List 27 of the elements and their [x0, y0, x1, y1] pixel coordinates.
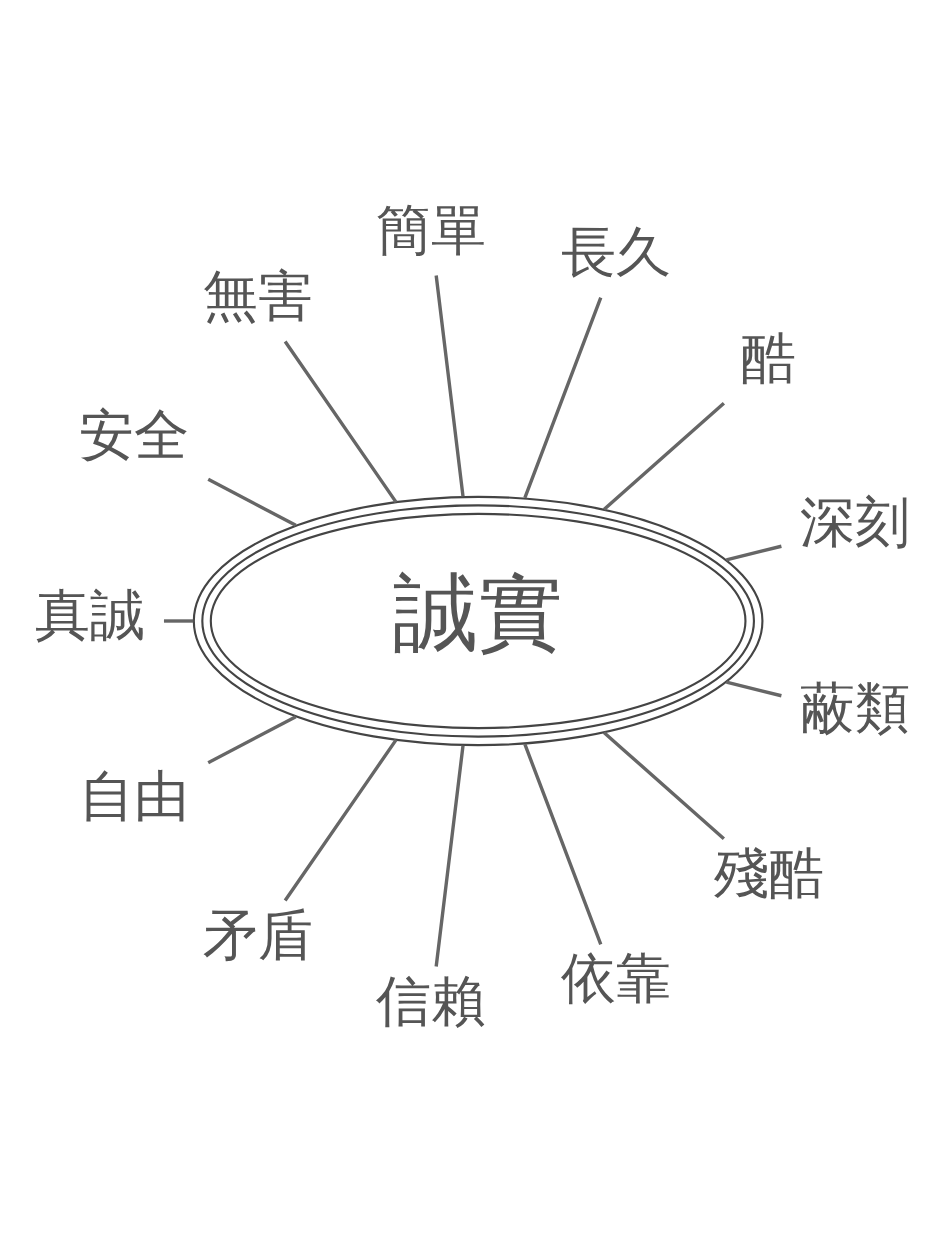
- connector: [523, 296, 603, 498]
- connector: [163, 618, 194, 623]
- node-text: 深刻: [799, 489, 910, 554]
- node-text: 依靠: [560, 945, 671, 1010]
- connector: [523, 743, 603, 945]
- connector: [283, 738, 398, 902]
- node-text: 簡單: [376, 197, 487, 262]
- node-text: 真誠: [35, 582, 146, 647]
- node-text: 無害: [202, 263, 313, 328]
- node-text: 信賴: [376, 968, 487, 1033]
- node-text: 殘酷: [713, 840, 824, 905]
- node-text: 長久: [560, 219, 671, 284]
- connector: [602, 401, 725, 511]
- connector: [207, 477, 297, 527]
- connector: [602, 730, 725, 840]
- node-text: 自由: [79, 763, 190, 828]
- node-text: 酷: [741, 325, 797, 390]
- connector: [726, 544, 782, 561]
- node-text: 安全: [79, 402, 190, 467]
- connector: [283, 339, 398, 503]
- connector: [726, 680, 782, 697]
- node-text: 矛盾: [202, 902, 313, 967]
- node-ellipse: 誠實: [192, 495, 764, 746]
- connector: [434, 274, 465, 497]
- node-text: 蔽類: [799, 675, 910, 740]
- connector: [207, 714, 297, 764]
- connector: [434, 744, 465, 967]
